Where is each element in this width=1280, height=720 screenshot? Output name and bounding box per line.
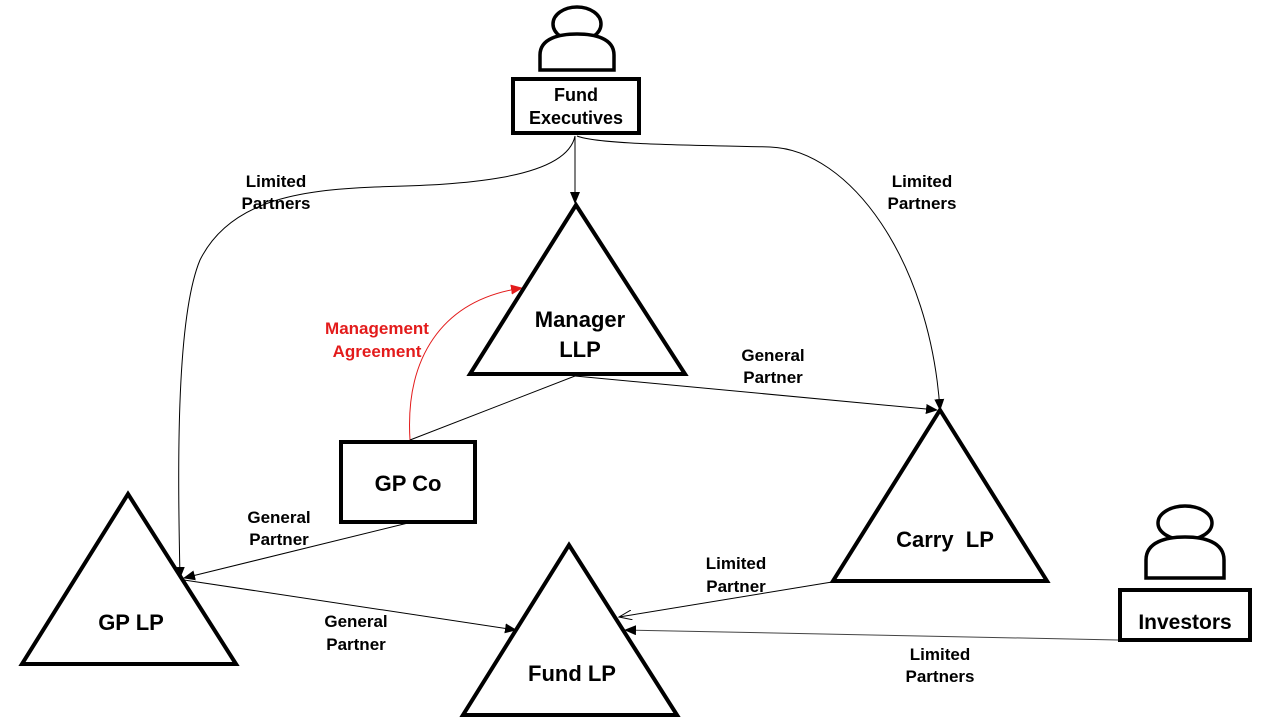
fund-executives-label-2: Executives [529, 108, 623, 128]
fund-executives-node[interactable]: Fund Executives [511, 5, 641, 135]
manager-llp-node[interactable]: Manager LLP [466, 201, 689, 376]
carry-lp-label: Carry LP [896, 527, 994, 552]
edge-label-manager-carry-1: General [741, 346, 804, 365]
edge-label-exec-carry-2: Partners [888, 194, 957, 213]
edge-label-gpco-gplp-2: Partner [249, 530, 309, 549]
edge-exec-to-gplp [174, 135, 576, 579]
gp-co-node[interactable]: GP Co [339, 440, 477, 524]
edge-exec-to-carry [576, 135, 945, 411]
investors-node[interactable]: Investors [1118, 504, 1252, 642]
edge-manager-to-carry [574, 375, 938, 414]
edge-label-gpco-gplp-1: General [247, 508, 310, 527]
edge-label-manager-carry-2: Partner [743, 368, 803, 387]
fund-lp-triangle [459, 541, 681, 717]
person-icon [538, 5, 616, 72]
person-icon [1144, 504, 1226, 580]
edge-label-gplp-fundlp-1: General [324, 612, 387, 631]
carry-lp-triangle [829, 406, 1051, 583]
fund-executives-label-1: Fund [554, 85, 598, 105]
manager-llp-label-2: LLP [559, 337, 601, 362]
gp-lp-triangle [18, 490, 240, 666]
edge-carry-to-fundlp [619, 581, 833, 617]
edge-label-gplp-fundlp-2: Partner [326, 635, 386, 654]
investors-box [1118, 588, 1252, 642]
edge-label-carry-fundlp-1: Limited [706, 554, 766, 573]
edge-gpco-manager-link [409, 375, 576, 441]
fund-lp-label: Fund LP [528, 661, 616, 686]
edge-gpco-to-gplp [183, 522, 409, 581]
edge-label-management-2: Agreement [333, 342, 422, 361]
edge-gplp-to-fundlp [183, 579, 517, 634]
investors-label: Investors [1138, 611, 1231, 634]
edge-label-exec-carry-1: Limited [892, 172, 952, 191]
gp-co-label: GP Co [375, 471, 442, 496]
edge-label-investors-fundlp-2: Partners [906, 667, 975, 686]
edge-label-management-1: Management [325, 319, 429, 338]
edge-label-exec-gplp-1: Limited [246, 172, 306, 191]
gp-co-box [339, 440, 477, 524]
fund-lp-node[interactable]: Fund LP [459, 541, 681, 717]
fund-executives-box [511, 77, 641, 135]
manager-llp-triangle [466, 201, 689, 376]
carry-lp-node[interactable]: Carry LP [829, 406, 1051, 583]
edge-gpco-to-manager [409, 284, 523, 441]
gp-lp-label: GP LP [98, 610, 164, 635]
edge-label-investors-fundlp-1: Limited [910, 645, 970, 664]
edge-investors-to-fundlp [624, 625, 1119, 641]
edge-label-exec-gplp-2: Partners [242, 194, 311, 213]
edge-label-carry-fundlp-2: Partner [706, 577, 766, 596]
manager-llp-label-1: Manager [535, 307, 626, 332]
gp-lp-node[interactable]: GP LP [18, 490, 240, 666]
